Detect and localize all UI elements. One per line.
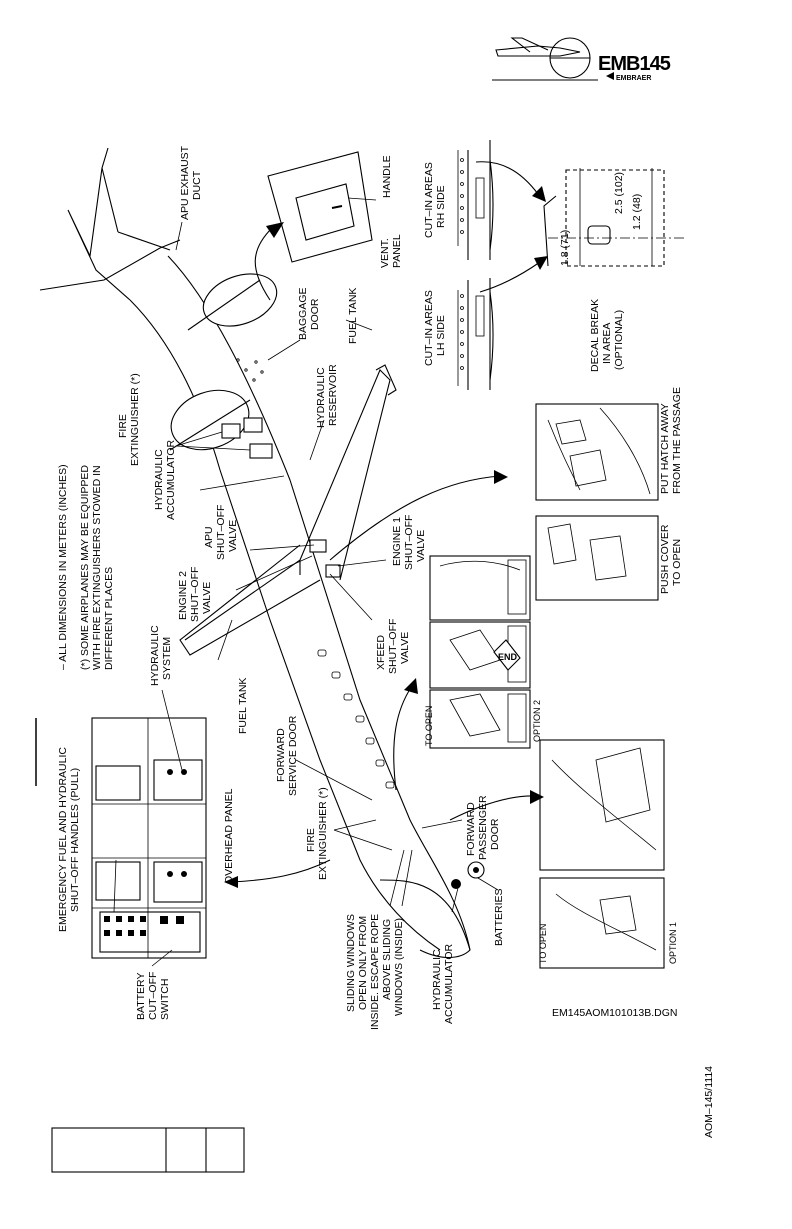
- callout-labels: APU EXHAUST DUCT HANDLE VENT. PANEL CUT–…: [57, 145, 683, 1030]
- dim-12-label: 1.2 (48): [631, 194, 643, 230]
- cut-in-lh-label-2: LH SIDE: [435, 315, 447, 356]
- engine1-shutoff-label-3: VALVE: [415, 530, 427, 562]
- baggage-door-label-1: BAGGAGE: [297, 287, 309, 340]
- end-sign: END: [493, 639, 521, 671]
- to-open-2-label: TO OPEN: [424, 706, 434, 746]
- note-line-2: (*) SOME AIRPLANES MAY BE EQUIPPED: [79, 465, 91, 670]
- decal-break-label-1: DECAL BREAK: [589, 299, 601, 372]
- forward-service-door-label-1: FORWARD: [275, 728, 287, 782]
- cabin-windows: [317, 649, 395, 789]
- forward-passenger-door-label-1: FORWARD: [465, 802, 477, 856]
- option-panels: [539, 739, 665, 969]
- overhead-panel: [35, 717, 207, 959]
- dim-25-label: 2.5 (102): [613, 172, 625, 214]
- apu-exhaust-label-1: APU EXHAUST: [179, 145, 191, 220]
- engine2-shutoff-label-2: SHUT–OFF: [189, 567, 201, 622]
- vent-panel-label-2: PANEL: [391, 234, 403, 268]
- forward-passenger-door-label-3: DOOR: [489, 818, 501, 850]
- fuel-tank-right-label: FUEL TANK: [347, 288, 359, 344]
- vent-panel-label-1: VENT.: [379, 238, 391, 268]
- sliding-windows-label-4: ABOVE SLIDING: [381, 919, 393, 1000]
- cut-in-areas: [457, 140, 684, 390]
- to-open-1-label: TO OPEN: [538, 924, 548, 964]
- batteries-label: BATTERIES: [493, 888, 505, 946]
- forward-service-door-label-2: SERVICE DOOR: [287, 715, 299, 796]
- leader-lines: [113, 197, 499, 967]
- hydraulic-reservoir-label-2: RESERVOIR: [327, 364, 339, 426]
- apu-exhaust-label-2: DUCT: [191, 170, 203, 200]
- drawing-id-label: EM145AOM101013B.DGN: [552, 1007, 677, 1019]
- logo-maker: EMBRAER: [616, 75, 651, 82]
- note-line-3: WITH FIRE EXTINGUISHERS STOWED IN: [91, 465, 103, 670]
- sliding-windows-label-3: INSIDE. ESCAPE ROPE: [369, 914, 381, 1030]
- fuel-tank-left-label: FUEL TANK: [237, 678, 249, 734]
- footer: AOM–145/1114: [51, 1066, 715, 1173]
- doc-code: AOM–145/1114: [703, 1066, 715, 1138]
- hydraulic-accumulator-fwd-label-1: HYDRAULIC: [431, 949, 443, 1010]
- apu-shutoff-label-3: VALVE: [227, 520, 239, 552]
- embraer-logo: EMB145 EMBRAER: [492, 37, 672, 82]
- end-sign-text: END: [498, 652, 518, 662]
- push-cover-label-2: TO OPEN: [671, 539, 683, 586]
- baggage-door-detail: [267, 151, 373, 263]
- sliding-windows-label-5: WINDOWS (INSIDE): [393, 918, 405, 1016]
- apu-shutoff-label-2: SHUT–OFF: [215, 505, 227, 560]
- fire-ext-aft-label-1: FIRE: [117, 414, 129, 438]
- push-cover-label-1: PUSH COVER: [659, 524, 671, 594]
- sliding-windows-label-1: SLIDING WINDOWS: [345, 914, 357, 1012]
- callout-arrows: [224, 161, 548, 888]
- option-2-label: OPTION 2: [532, 700, 542, 742]
- decal-break-label-2: IN AREA: [601, 323, 613, 364]
- forward-passenger-door-label-2: PASSENGER: [477, 795, 489, 860]
- hydraulic-accumulator-fwd-label-2: ACCUMULATOR: [443, 943, 455, 1024]
- hydraulic-accumulator-aft-label-1: HYDRAULIC: [153, 449, 165, 510]
- fire-ext-aft-label-2: EXTINGUISHER (*): [129, 373, 141, 466]
- hydraulic-accumulator-aft-label-2: ACCUMULATOR: [165, 439, 177, 520]
- xfeed-shutoff-label-2: SHUT–OFF: [387, 619, 399, 674]
- dim-18-label: 1.8 (71): [559, 230, 571, 266]
- decal-break-label-3: (OPTIONAL): [613, 310, 625, 370]
- hatch-panels: [535, 403, 659, 601]
- note-line-1: – ALL DIMENSIONS IN METERS (INCHES): [57, 464, 69, 670]
- xfeed-shutoff-label-3: VALVE: [399, 632, 411, 664]
- baggage-door-label-2: DOOR: [309, 298, 321, 330]
- cut-in-lh-label-1: CUT–IN AREAS: [423, 290, 435, 366]
- cut-in-rh-label-2: RH SIDE: [435, 185, 447, 228]
- engine2-shutoff-label-1: ENGINE 2: [177, 571, 189, 620]
- overhead-panel-label: OVERHEAD PANEL: [223, 788, 235, 884]
- sequence-panels: END: [429, 555, 531, 749]
- note-line-4: DIFFERENT PLACES: [103, 567, 115, 670]
- option-1-label: OPTION 1: [668, 922, 678, 964]
- handle-label: HANDLE: [381, 155, 393, 198]
- apu-shutoff-label-1: APU: [203, 526, 215, 548]
- fire-ext-fwd-label-1: FIRE: [305, 828, 317, 852]
- hydraulic-reservoir-label-1: HYDRAULIC: [315, 367, 327, 428]
- hydraulic-system-label-2: SYSTEM: [161, 637, 173, 680]
- engine1-shutoff-label-1: ENGINE 1: [391, 517, 403, 566]
- battery-cutoff-label-1: BATTERY: [135, 973, 147, 1020]
- battery-cutoff-label-3: SWITCH: [159, 979, 171, 1020]
- emergency-handles-label-2: SHUT–OFF HANDLES (PULL): [69, 768, 81, 912]
- hydraulic-system-label-1: HYDRAULIC: [149, 625, 161, 686]
- logo-model: EMB145: [598, 53, 671, 75]
- engine1-shutoff-label-2: SHUT–OFF: [403, 515, 415, 570]
- airplane-illustration: [39, 147, 485, 959]
- put-hatch-label-1: PUT HATCH AWAY: [659, 403, 671, 494]
- xfeed-shutoff-label-1: XFEED: [375, 635, 387, 670]
- engine2-shutoff-label-3: VALVE: [201, 582, 213, 614]
- sliding-windows-label-2: OPEN ONLY FROM: [357, 916, 369, 1010]
- fire-ext-fwd-label-2: EXTINGUISHER (*): [317, 787, 329, 880]
- emergency-handles-label-1: EMERGENCY FUEL AND HYDRAULIC: [57, 747, 69, 932]
- cut-in-rh-label-1: CUT–IN AREAS: [423, 162, 435, 238]
- put-hatch-label-2: FROM THE PASSAGE: [671, 387, 683, 494]
- battery-cutoff-label-2: CUT–OFF: [147, 972, 159, 1020]
- notes-block: – ALL DIMENSIONS IN METERS (INCHES) (*) …: [57, 464, 115, 670]
